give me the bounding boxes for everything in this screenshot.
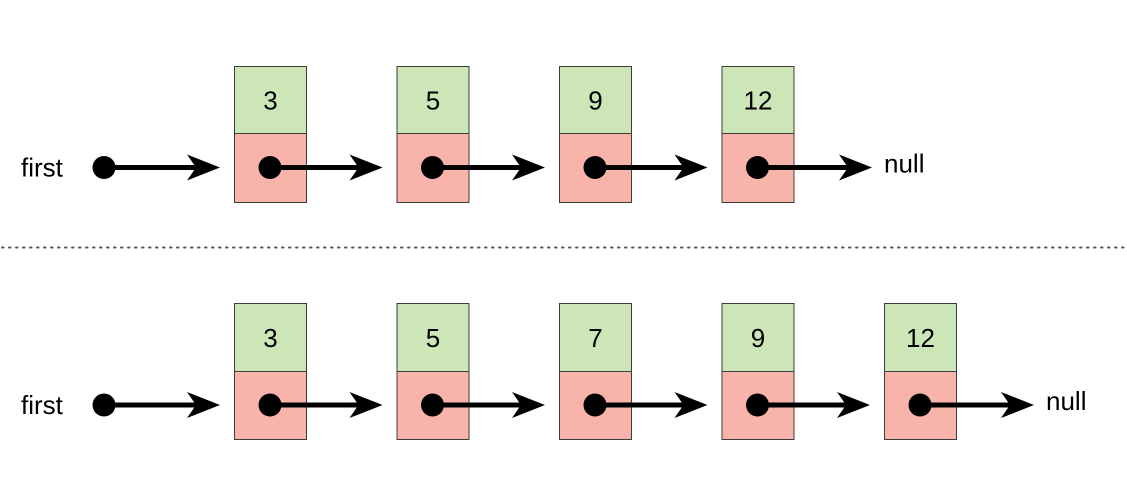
next-arrow-head	[512, 154, 545, 181]
next-arrow-head	[349, 392, 383, 418]
next-arrow-head	[674, 154, 708, 181]
node-value-cell	[234, 303, 307, 372]
tail-arrow-head	[1001, 392, 1034, 418]
head-label-first: first	[21, 153, 64, 183]
tail-arrow-head	[839, 154, 872, 181]
next-arrow-head	[837, 392, 870, 418]
tail-label-null: null	[1046, 386, 1086, 416]
node-value-cell	[234, 66, 307, 134]
next-arrow-head	[674, 392, 708, 418]
node-value: 12	[744, 86, 773, 116]
node-value-cell	[559, 303, 632, 372]
node-value: 9	[588, 86, 602, 116]
node-value: 12	[906, 323, 935, 353]
node-value: 5	[426, 323, 440, 353]
node-value-cell	[396, 303, 470, 372]
node-value: 7	[588, 323, 602, 353]
tail-label-null: null	[884, 149, 924, 179]
node-value: 3	[263, 86, 277, 116]
head-arrow-head	[187, 392, 220, 418]
node-value-cell	[721, 303, 795, 372]
node-value: 9	[751, 323, 765, 353]
node-value: 3	[263, 323, 277, 353]
next-arrow-head	[349, 154, 383, 181]
next-arrow-head	[512, 392, 545, 418]
head-label-first: first	[21, 390, 64, 420]
node-value-cell	[884, 303, 957, 372]
head-arrow-head	[187, 154, 220, 181]
node-value: 5	[426, 86, 440, 116]
node-value-cell	[559, 66, 632, 134]
